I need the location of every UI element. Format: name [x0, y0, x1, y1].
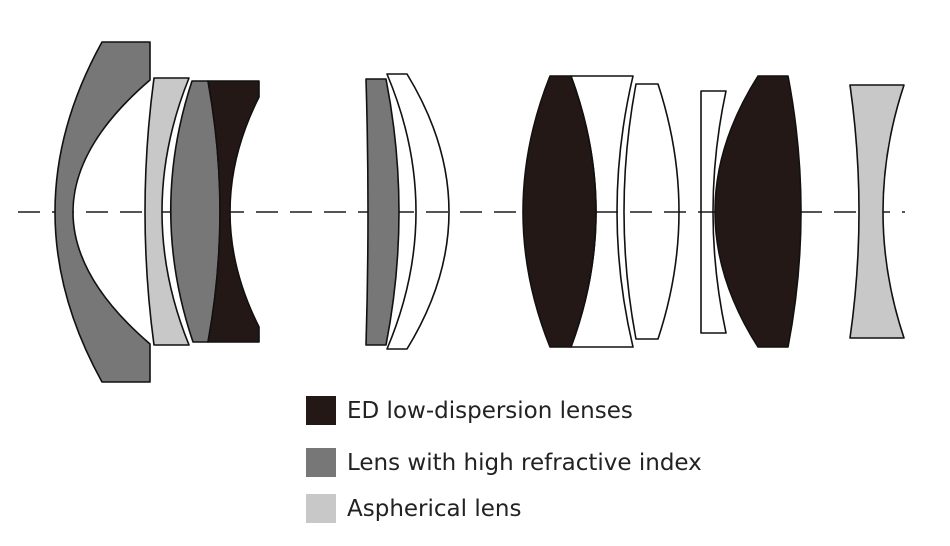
lens-8-normal [570, 75, 634, 348]
legend-label: Aspherical lens [347, 495, 522, 522]
legend-swatch-ed [306, 396, 336, 425]
lens-12-aspherical [849, 84, 905, 339]
lens-1-high-index [54, 41, 151, 383]
lens-3-high-index [169, 80, 221, 343]
lens-7-ed [522, 75, 597, 348]
legend-item-ed: ED low-dispersion lenses [306, 396, 633, 425]
lens-11-ed [714, 75, 802, 348]
legend-swatch-high-index [306, 448, 336, 477]
lens-2-aspherical [144, 77, 190, 346]
lens-10-normal [700, 90, 727, 334]
legend-item-high-index: Lens with high refractive index [306, 448, 702, 477]
lens-5-high-index [365, 78, 400, 346]
lens-4-ed [207, 80, 260, 343]
legend-label: ED low-dispersion lenses [347, 397, 633, 424]
legend-item-aspherical: Aspherical lens [306, 494, 521, 523]
legend-label: Lens with high refractive index [347, 449, 702, 476]
lens-9-normal [623, 83, 680, 340]
legend-swatch-aspherical [306, 494, 336, 523]
lens-6-normal [386, 73, 450, 350]
